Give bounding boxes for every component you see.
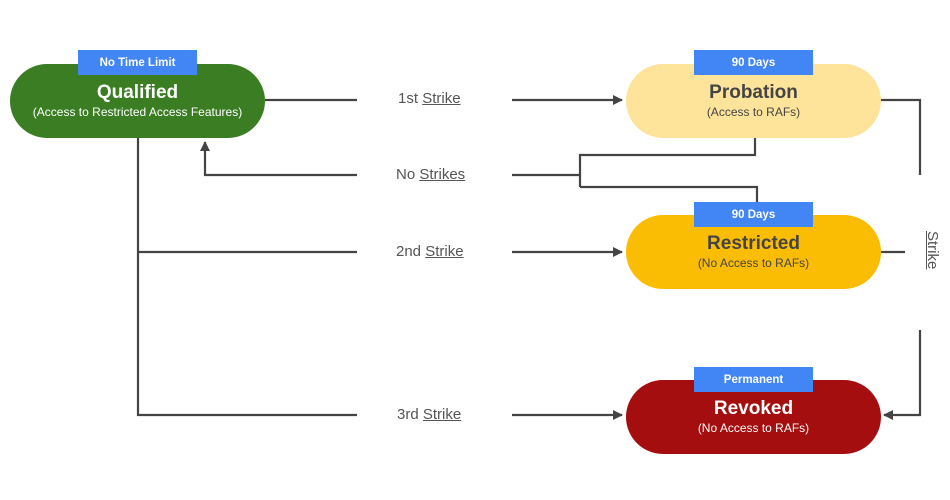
edge-no-strikes-to-qualified <box>200 141 357 177</box>
revoked-subtitle: (No Access to RAFs) <box>697 421 810 435</box>
second-strike-word: Strike <box>425 243 464 260</box>
third-strike-label: 3rd Strike <box>397 406 461 423</box>
revoked-badge: Permanent <box>694 367 813 392</box>
first-strike-label: 1st Strike <box>398 90 461 107</box>
probation-badge: 90 Days <box>694 50 813 75</box>
no-strikes-word: Strikes <box>419 166 466 183</box>
restricted-title: Restricted <box>707 233 800 254</box>
qualified-subtitle: (Access to Restricted Access Features) <box>32 105 243 119</box>
edge-side-strike-to-revoked <box>883 330 922 420</box>
probation-node: Probation (Access to RAFs) <box>626 64 881 138</box>
first-strike-word: Strike <box>422 90 461 107</box>
second-strike-prefix: 2nd <box>396 243 426 260</box>
revoked-title: Revoked <box>713 398 794 419</box>
restricted-subtitle: (No Access to RAFs) <box>697 256 810 270</box>
no-strikes-prefix: No <box>396 166 420 183</box>
qualified-node: Qualified (Access to Restricted Access F… <box>10 64 265 138</box>
restricted-badge: 90 Days <box>694 202 813 227</box>
first-strike-prefix: 1st <box>398 90 423 107</box>
probation-title: Probation <box>709 82 798 103</box>
revoked-node: Revoked (No Access to RAFs) <box>626 380 881 454</box>
restricted-node: Restricted (No Access to RAFs) <box>626 215 881 289</box>
edge-qualified-trunk <box>136 138 357 417</box>
second-strike-label: 2nd Strike <box>396 243 464 260</box>
side-strike-label: Strike <box>924 231 941 270</box>
probation-subtitle: (Access to RAFs) <box>706 105 801 119</box>
edge-probation-no-strikes <box>578 138 757 187</box>
third-strike-word: Strike <box>422 406 462 423</box>
third-strike-prefix: 3rd <box>397 406 423 423</box>
edge-restricted-no-strikes <box>580 185 759 202</box>
no-strikes-label: No Strikes <box>396 166 465 183</box>
qualified-title: Qualified <box>96 82 179 103</box>
edge-probation-side-strike <box>880 98 922 175</box>
qualified-badge: No Time Limit <box>78 50 197 75</box>
